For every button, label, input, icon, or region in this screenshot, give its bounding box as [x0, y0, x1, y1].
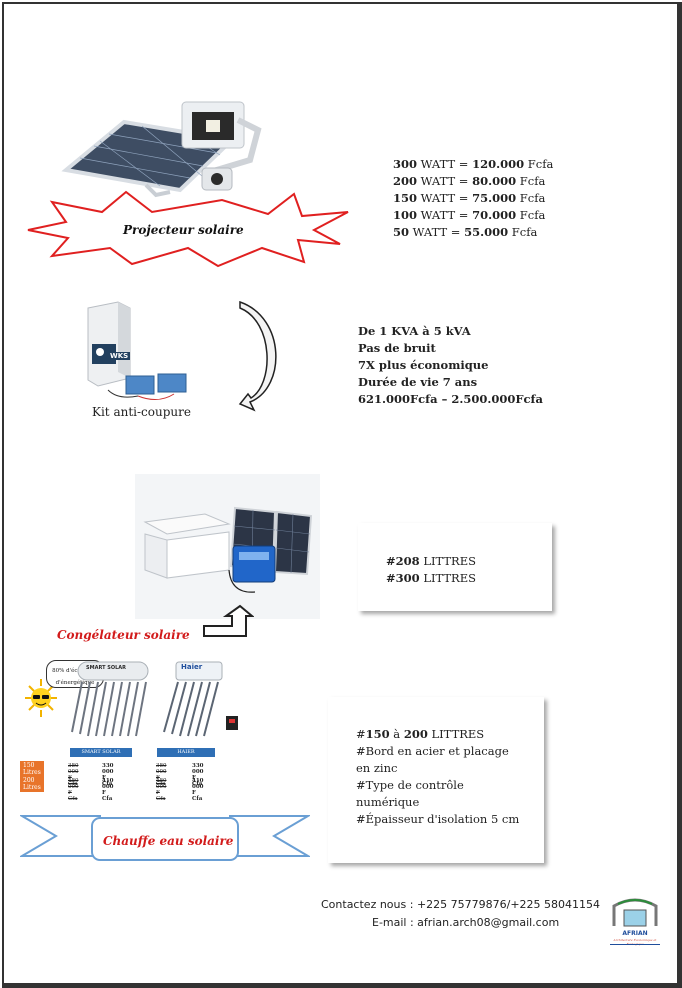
afrian-logo-icon [612, 898, 658, 927]
heater-feature: #Bord en acier et placage en zinc [356, 744, 509, 775]
starburst-shape [27, 190, 349, 268]
logo-name: AFRIAN [622, 930, 648, 937]
projector-price-list: 300 WATT = 120.000 Fcfa 200 WATT = 80.00… [393, 156, 553, 241]
heater-info-box [328, 697, 544, 863]
heater-feature: #Type de contrôle numérique [356, 778, 464, 809]
congelateur-label: Congélateur solaire [57, 628, 190, 642]
price-line: 200 WATT = 80.000 Fcfa [393, 174, 546, 188]
price-line: 150 WATT = 75.000 Fcfa [393, 191, 546, 205]
freezer-option: #208 LITTRES [386, 554, 476, 568]
kit-feature: 621.000Fcfa – 2.500.000Fcfa [358, 392, 543, 406]
ribbon-banner [20, 815, 310, 861]
price-line: 50 WATT = 55.000 Fcfa [393, 225, 538, 239]
kit-feature-list: De 1 KVA à 5 kVA Pas de bruit 7X plus éc… [358, 323, 543, 408]
contact-email: E-mail : afrian.arch08@gmail.com [372, 916, 560, 929]
curved-arrow-icon [238, 300, 277, 412]
brand-tag-smart-solar: SMART SOLAR [70, 748, 132, 757]
freezer-info-box [358, 523, 552, 611]
heater2-brand-label: Haier [181, 663, 203, 671]
kit-label: Kit anti-coupure [92, 405, 191, 419]
heater-feature: #Épaisseur d'isolation 5 cm [356, 812, 520, 826]
bent-arrow-icon [203, 604, 254, 637]
inverter-kit-illustration [87, 301, 187, 400]
price-line: 100 WATT = 70.000 Fcfa [393, 208, 546, 222]
sun-icon [25, 679, 57, 717]
heater-feature: #150 à 200 LITTRES [356, 727, 485, 741]
inverter-brand: WKS [108, 352, 131, 360]
heater1-brand-label: SMART SOLAR [86, 665, 126, 671]
logo-underline [610, 944, 660, 945]
chauffe-label: Chauffe eau solaire [103, 834, 234, 848]
solar-projector-illustration [61, 101, 262, 198]
kit-feature: Durée de vie 7 ans [358, 375, 478, 389]
projecteur-label: Projecteur solaire [123, 223, 244, 237]
kit-feature: Pas de bruit [358, 341, 436, 355]
brand-tag-haier: HAIER [157, 748, 215, 757]
freezer-option-list: #208 LITTRES #300 LITTRES [386, 553, 476, 587]
contact-phones: Contactez nous : +225 75779876/+225 5804… [321, 898, 601, 911]
price-line: 300 WATT = 120.000 Fcfa [393, 157, 554, 171]
solar-freezer-illustration [135, 474, 320, 619]
kit-feature: 7X plus économique [358, 358, 489, 372]
heater-feature-list: #150 à 200 LITTRES #Bord en acier et pla… [356, 726, 526, 828]
freezer-option: #300 LITTRES [386, 571, 476, 585]
kit-feature: De 1 KVA à 5 kVA [358, 324, 471, 338]
solar-water-heaters-illustration [71, 661, 238, 737]
